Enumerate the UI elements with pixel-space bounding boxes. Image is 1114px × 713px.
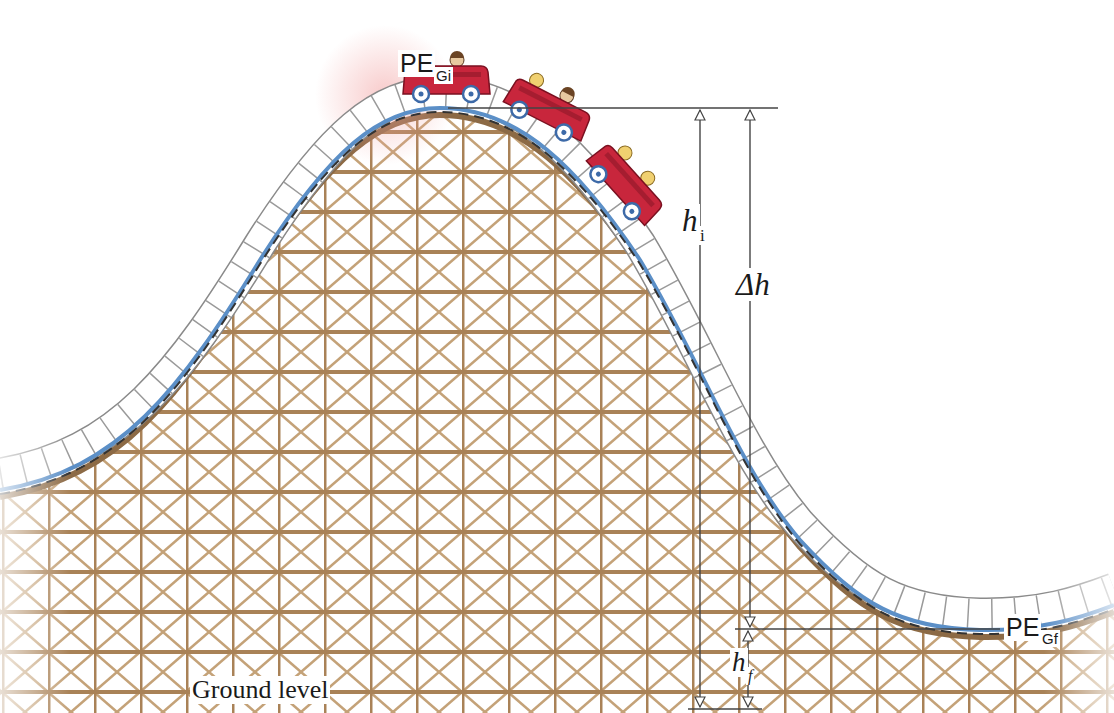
right-fade	[1044, 500, 1114, 713]
subscript-label: Gi	[434, 67, 453, 84]
subscript-label: f	[746, 667, 754, 685]
ground-label: Ground level	[190, 676, 330, 704]
height-label: Δh	[734, 268, 772, 301]
energy-label: PE	[1004, 614, 1041, 641]
coaster-car	[500, 63, 601, 148]
coaster-car	[580, 133, 675, 230]
height-label: h	[730, 648, 748, 677]
track-ties	[0, 92, 1114, 614]
blue-rail	[0, 108, 1114, 630]
dark-rail	[0, 112, 1114, 634]
height-label: h	[680, 204, 700, 237]
subscript-label: Gf	[1040, 630, 1060, 647]
subscript-label: i	[698, 226, 707, 245]
energy-label: PE	[398, 50, 435, 77]
dimension-lines	[448, 108, 1000, 709]
left-fade	[0, 380, 70, 713]
